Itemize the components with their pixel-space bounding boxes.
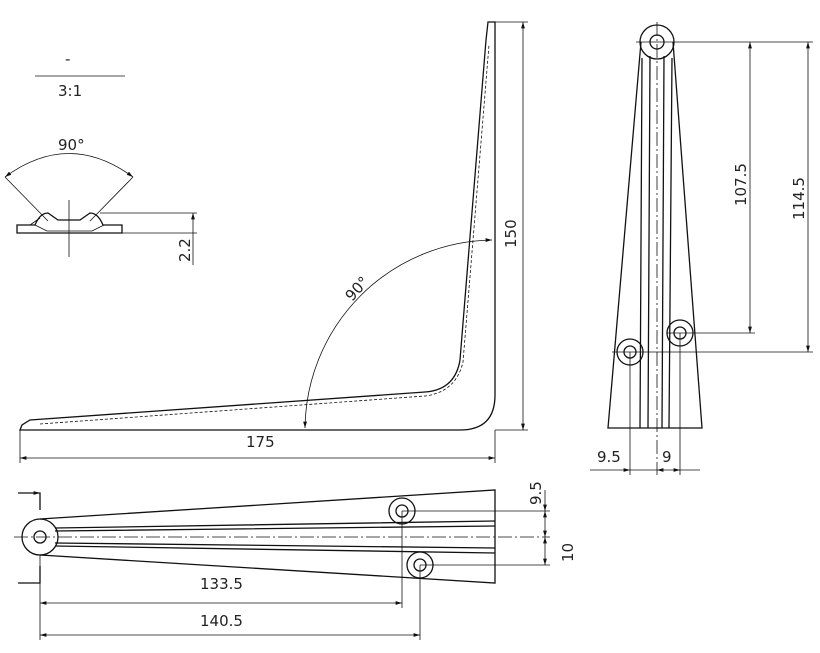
front-height: 150 [502, 219, 520, 248]
detail-label: - [65, 50, 70, 68]
top-length-1: 133.5 [200, 575, 243, 593]
front-length: 175 [246, 433, 275, 451]
top-view: 9.5 10 133.5 140.5 [14, 481, 577, 640]
detail-scale: 3:1 [58, 82, 82, 100]
detail-view: - 3:1 90° 2.2 [4, 50, 197, 265]
side-offset-right: 9 [662, 448, 672, 466]
detail-angle: 90° [58, 136, 85, 154]
top-offset-2: 10 [559, 543, 577, 562]
side-spacing-2: 114.5 [790, 177, 808, 220]
side-spacing-1: 107.5 [732, 163, 750, 206]
front-view: 150 175 90° [19, 21, 528, 463]
top-length-2: 140.5 [200, 612, 243, 630]
front-angle: 90° [342, 273, 373, 305]
side-offset-left: 9.5 [597, 448, 621, 466]
top-offset-1: 9.5 [527, 481, 545, 505]
detail-depth: 2.2 [176, 238, 194, 262]
side-view: 107.5 114.5 9.5 9 [590, 22, 813, 475]
